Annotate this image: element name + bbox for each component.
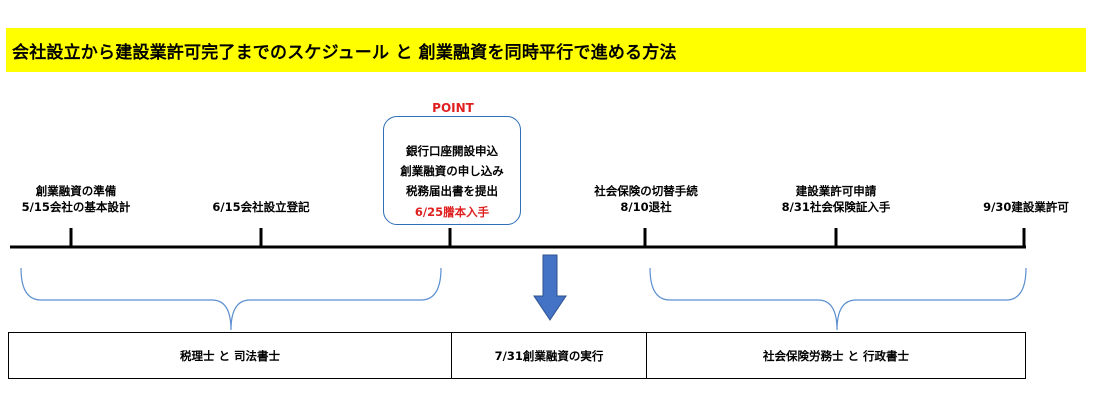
title-banner: 会社設立から建設業許可完了までのスケジュール と 創業融資を同時平行で進める方法 <box>6 28 1086 72</box>
page-title: 会社設立から建設業許可完了までのスケジュール と 創業融資を同時平行で進める方法 <box>12 43 677 63</box>
milestone-line2: 5/15会社の基本設計 <box>21 200 131 214</box>
bottom-cell-label: 7/31創業融資の実行 <box>494 348 604 363</box>
milestone-label: 社会保険の切替手続 8/10退社 <box>594 183 698 215</box>
point-highlight: 6/25謄本入手 <box>414 205 490 219</box>
milestone-line2: 8/31社会保険証入手 <box>781 200 891 214</box>
bottom-cell-left: 税理士 と 司法書士 <box>8 332 452 379</box>
milestone-line1: 社会保険の切替手続 <box>594 184 698 198</box>
point-title: POINT <box>432 101 474 115</box>
milestone-label: 6/15会社設立登記 <box>212 199 309 215</box>
bottom-cell-label: 税理士 と 司法書士 <box>179 348 280 363</box>
milestone-line2: 9/30建設業許可 <box>983 200 1069 214</box>
point-line: 銀行口座開設申込 <box>406 144 498 158</box>
milestone-label: 創業融資の準備 5/15会社の基本設計 <box>22 183 131 215</box>
milestone-line2: 6/15会社設立登記 <box>212 200 310 214</box>
milestone-line1: 建設業許可申請 <box>795 184 877 198</box>
bottom-cell-label: 社会保険労務士 と 行政書士 <box>762 348 909 363</box>
milestone-label: 9/30建設業許可 <box>983 199 1069 215</box>
down-arrow-icon <box>533 254 567 321</box>
right-brace <box>649 267 1027 331</box>
milestone-line1: 創業融資の準備 <box>35 184 117 198</box>
left-brace <box>20 267 442 331</box>
point-box: 銀行口座開設申込 創業融資の申し込み 税務届出書を提出 6/25謄本入手 <box>383 116 521 225</box>
bottom-cell-middle: 7/31創業融資の実行 <box>451 332 647 379</box>
point-line: 税務届出書を提出 <box>406 184 498 198</box>
bottom-cell-right: 社会保険労務士 と 行政書士 <box>646 332 1026 379</box>
point-line: 創業融資の申し込み <box>400 164 504 178</box>
milestone-line2: 8/10退社 <box>620 200 672 214</box>
milestone-label: 建設業許可申請 8/31社会保険証入手 <box>782 183 891 215</box>
